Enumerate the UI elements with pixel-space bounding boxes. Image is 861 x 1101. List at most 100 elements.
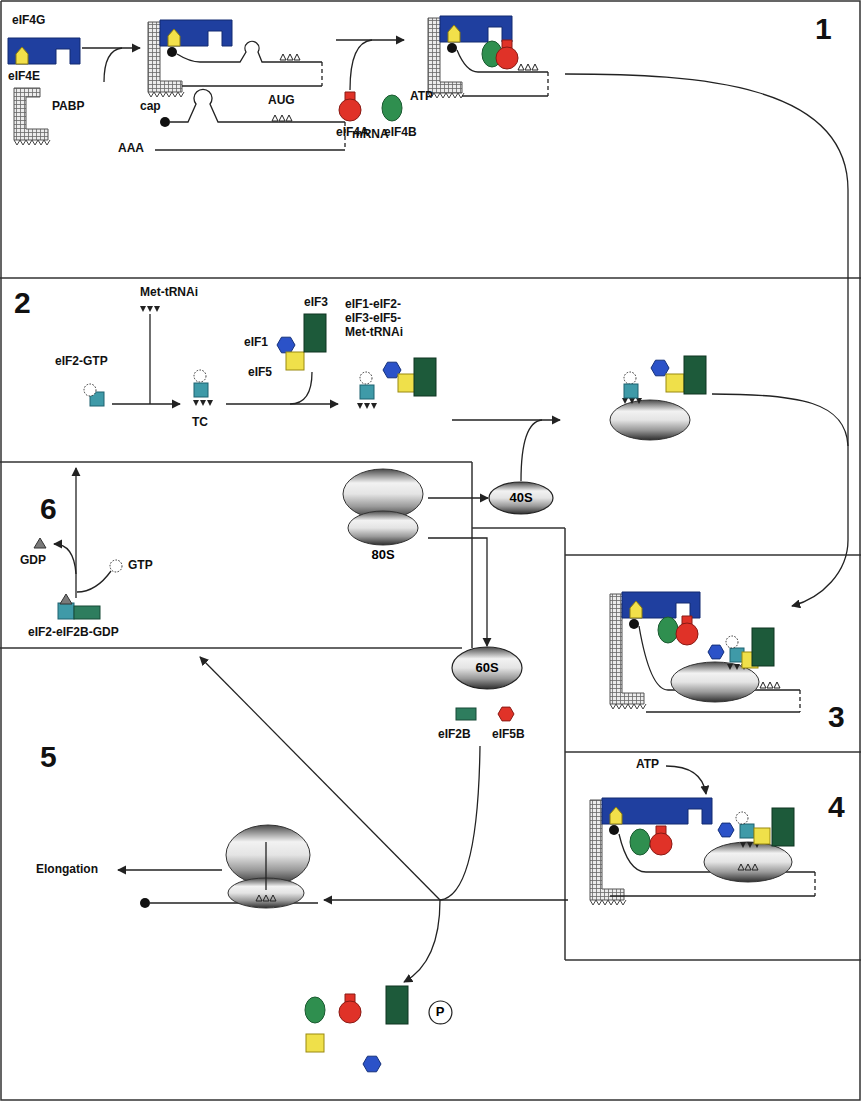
ribosome-60s bbox=[226, 825, 310, 885]
protein-label: PABP bbox=[52, 100, 84, 114]
eif2-symbol bbox=[58, 603, 74, 619]
trna-anticodon bbox=[734, 664, 740, 670]
gdp-symbol bbox=[60, 594, 72, 604]
panel-number: 5 bbox=[40, 740, 57, 775]
eif3-symbol bbox=[772, 808, 794, 846]
mrna-loop bbox=[814, 872, 815, 896]
aug-codon bbox=[532, 64, 538, 70]
trna-anticodon bbox=[357, 403, 363, 409]
mrna-strand bbox=[170, 89, 345, 122]
connector-arrow bbox=[428, 538, 487, 646]
connector-line bbox=[104, 48, 122, 82]
arrow bbox=[112, 403, 180, 404]
pabp-zigzag bbox=[14, 140, 50, 145]
complex-label: eIF2-eIF2B-GDP bbox=[28, 626, 119, 640]
eif4g-symbol bbox=[602, 798, 712, 824]
panel-border bbox=[565, 959, 861, 961]
gtp-symbol bbox=[360, 372, 372, 384]
circle-outline bbox=[429, 1001, 452, 1024]
eif4a-symbol bbox=[339, 99, 361, 121]
molecule-label: GTP bbox=[128, 559, 153, 573]
aug-codon bbox=[286, 115, 292, 121]
mrna-strand bbox=[182, 85, 322, 86]
mrna-strand bbox=[462, 95, 548, 96]
mrna-strand bbox=[646, 711, 800, 712]
arrow bbox=[404, 900, 440, 982]
node-label: 60S bbox=[475, 661, 498, 676]
gtp-symbol bbox=[624, 372, 636, 384]
aug-codon bbox=[525, 64, 531, 70]
gtp-symbol bbox=[194, 370, 206, 382]
eif1-symbol bbox=[651, 360, 669, 376]
eif4b-symbol bbox=[630, 829, 650, 855]
ribosome-60s: 60S bbox=[451, 646, 523, 690]
eif4e-symbol bbox=[168, 29, 180, 46]
ribosome-40s bbox=[610, 400, 690, 440]
pabp-zigzag bbox=[590, 900, 626, 905]
trna-anticodon bbox=[207, 400, 213, 406]
connector-arrow bbox=[428, 497, 488, 498]
eif4e-symbol bbox=[630, 601, 642, 618]
mrna-strand bbox=[610, 895, 815, 896]
complex-label: TC bbox=[192, 416, 208, 430]
molecule-label: GDP bbox=[20, 554, 46, 568]
aug-codon bbox=[518, 64, 524, 70]
pabp-zigzag bbox=[428, 93, 464, 98]
node-label: P bbox=[436, 1005, 445, 1020]
aug-codon bbox=[745, 864, 751, 870]
trna-anticodon bbox=[364, 403, 370, 409]
trna-anticodon bbox=[140, 306, 146, 312]
connector-line bbox=[149, 314, 150, 404]
eif5-symbol bbox=[666, 374, 684, 392]
eif4a-symbol bbox=[676, 623, 698, 645]
trna-stem bbox=[265, 842, 266, 890]
cap-symbol bbox=[447, 43, 457, 53]
connector-line bbox=[521, 420, 542, 481]
connector-line bbox=[440, 746, 480, 900]
trna-anticodon bbox=[740, 842, 746, 848]
panel-number: 4 bbox=[828, 790, 845, 825]
aug-codon bbox=[263, 895, 269, 901]
eif4a-symbol bbox=[339, 1001, 361, 1023]
protein-label: eIF5 bbox=[248, 366, 272, 380]
panel-border bbox=[0, 277, 861, 279]
trna-anticodon bbox=[629, 398, 635, 404]
eif4g-symbol bbox=[622, 592, 700, 618]
protein-label: eIF4E bbox=[8, 70, 40, 84]
mrna-loop bbox=[321, 62, 322, 86]
ribosome-40s: 40S bbox=[488, 481, 554, 515]
aug-codon bbox=[279, 115, 285, 121]
eif5-symbol bbox=[398, 374, 416, 392]
panel-border bbox=[472, 527, 565, 529]
protein-label: eIF4A bbox=[336, 126, 369, 140]
eif4g-symbol bbox=[160, 20, 232, 46]
node-label: 80S bbox=[338, 548, 428, 563]
complex-label: eIF1-eIF2- eIF3-eIF5- Met-tRNAi bbox=[345, 298, 425, 339]
trna-anticodon bbox=[727, 664, 733, 670]
arrow bbox=[82, 47, 140, 48]
arrow bbox=[226, 403, 338, 404]
aug-codon bbox=[752, 864, 758, 870]
protein-label: eIF1 bbox=[244, 336, 268, 350]
pabp-zigzag bbox=[610, 704, 646, 709]
pabp-symbol bbox=[14, 88, 48, 140]
eif4b-symbol bbox=[658, 617, 678, 643]
mrna-strand bbox=[457, 50, 548, 72]
panel-number: 2 bbox=[14, 286, 31, 321]
gtp-symbol bbox=[110, 560, 122, 572]
eif5b-symbol bbox=[498, 707, 514, 721]
molecule-label: ATP bbox=[410, 90, 433, 104]
protein-label: eIF5B bbox=[492, 728, 525, 742]
phosphate-circle: P bbox=[428, 1000, 453, 1025]
eif5-symbol bbox=[286, 352, 304, 370]
eif1-symbol bbox=[718, 823, 734, 837]
panel-number: 3 bbox=[828, 700, 845, 735]
aug-codon bbox=[287, 54, 293, 60]
aug-codon bbox=[738, 864, 744, 870]
eif4e-symbol bbox=[610, 807, 622, 824]
cap-symbol bbox=[609, 825, 619, 835]
eif4b-symbol bbox=[382, 95, 402, 121]
